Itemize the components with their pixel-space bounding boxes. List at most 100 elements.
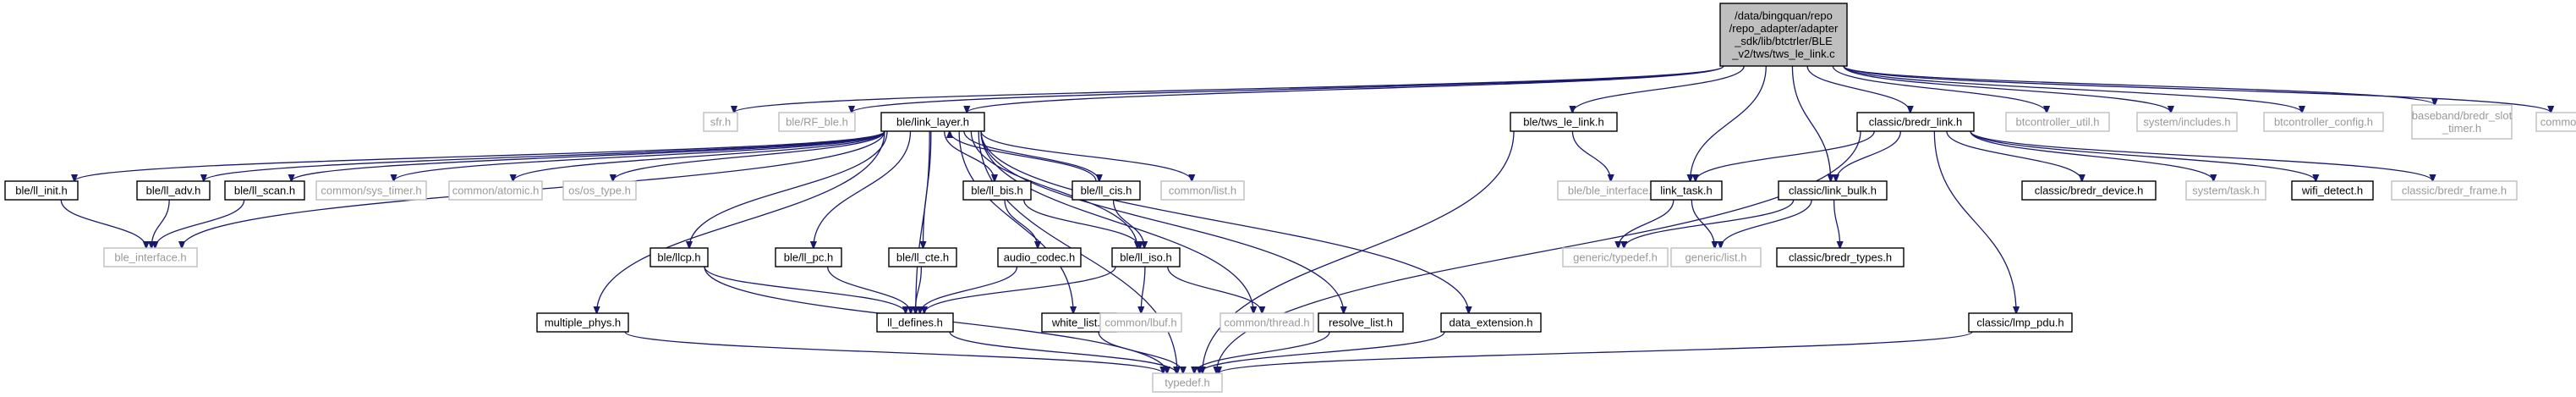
edge-bredr_link-to-bredr_device [1946, 130, 2082, 181]
edge-data_extension-to-typedef [1199, 331, 1445, 373]
node-label: multiple_phys.h [545, 317, 621, 329]
node-label: classic/lmp_pdu.h [1976, 317, 2064, 329]
node-label: ble/ble_interface.h [1568, 185, 1658, 197]
node-label: audio_codec.h [1004, 251, 1076, 264]
node-label: ble_interface.h [114, 251, 186, 264]
node-label: common/debug.h [2540, 116, 2576, 129]
include-edges [60, 65, 2551, 373]
node-atomic: common/atomic.h [448, 180, 543, 201]
node-bredr-types[interactable]: classic/bredr_types.h [1776, 247, 1905, 267]
node-label: ble/ll_pc.h [784, 251, 834, 264]
node-label: os/os_type.h [568, 185, 631, 197]
edge-link_layer-to-ll_cis [963, 130, 1099, 181]
node-label: _sdk/lib/btctrler/BLE [1734, 35, 1833, 47]
node-sys-timer: common/sys_timer.h [315, 180, 427, 201]
edge-root-to-bredr_slot_timer [1843, 65, 2435, 105]
edge-root-to-sfr [734, 65, 1724, 113]
edge-ll_iso-to-lbuf [1141, 266, 1146, 313]
edge-bredr_link-to-link_task [1696, 130, 1875, 181]
node-label: typedef.h [1165, 377, 1210, 389]
node-label: ble/ll_scan.h [234, 185, 295, 197]
edge-root-to-rf_ble [852, 65, 1724, 113]
edge-link_bulk-to-bredr_types [1833, 199, 1840, 248]
node-white-list[interactable]: white_list.h [1041, 312, 1117, 333]
node-common-debug: common/debug.h [2535, 112, 2576, 132]
node-label: btcontroller_util.h [2016, 116, 2100, 129]
node-data-extension[interactable]: data_extension.h [1440, 312, 1542, 333]
node-ll-adv[interactable]: ble/ll_adv.h [136, 180, 211, 201]
node-ll-init[interactable]: ble/ll_init.h [4, 180, 79, 201]
node-label: classic/bredr_link.h [1869, 116, 1963, 129]
edge-ll_iso-to-thread [1167, 266, 1263, 313]
edge-ll_defines-to-typedef [949, 331, 1176, 373]
node-wifi-detect[interactable]: wifi_detect.h [2291, 180, 2374, 201]
node-label: ble/ll_init.h [15, 185, 67, 197]
node-generic-list: generic/list.h [1670, 247, 1762, 267]
edge-ll_bis-to-audio_codec [1004, 199, 1038, 248]
node-label: ble/ll_cte.h [896, 251, 949, 264]
node-label: classic/bredr_device.h [2035, 185, 2144, 197]
edge-root-to-btcontroller_config [1843, 65, 2302, 113]
node-bredr-frame: classic/bredr_frame.h [2391, 180, 2518, 201]
node-ll-defines[interactable]: ll_defines.h [876, 312, 954, 333]
edge-root-to-link_task [1691, 65, 1767, 181]
node-label: classic/bredr_frame.h [2402, 185, 2507, 197]
node-tws-le-link[interactable]: ble/tws_le_link.h [1510, 112, 1618, 132]
node-label: generic/typedef.h [1573, 251, 1658, 264]
node-ll-cte[interactable]: ble/ll_cte.h [888, 247, 957, 267]
node-ll-cis[interactable]: ble/ll_cis.h [1072, 180, 1141, 201]
node-lmp-pdu[interactable]: classic/lmp_pdu.h [1968, 312, 2073, 333]
node-label: resolve_list.h [1329, 317, 1393, 329]
node-label: common/lbuf.h [1104, 317, 1176, 329]
node-bredr-device[interactable]: classic/bredr_device.h [2021, 180, 2157, 201]
edge-link_layer-to-resolve_list [980, 130, 1344, 313]
node-label: baseband/bredr_slot [2412, 109, 2513, 122]
node-label: wifi_detect.h [2301, 185, 2363, 197]
edge-root-to-link_layer [967, 65, 1724, 113]
edge-bredr_link-to-typedef [1216, 130, 1861, 373]
node-multiple-phys[interactable]: multiple_phys.h [536, 312, 629, 333]
node-link-task[interactable]: link_task.h [1650, 180, 1723, 201]
edge-bredr_link-to-lmp_pdu [1933, 130, 2016, 313]
node-ll-iso[interactable]: ble/ll_iso.h [1111, 247, 1181, 267]
edge-link_layer-to-multiple_phys [597, 130, 885, 313]
node-root[interactable]: /data/bingquan/repo/repo_adapter/adapter… [1719, 3, 1848, 67]
edge-root-to-system_includes [1843, 65, 2171, 113]
node-generic-typedef: generic/typedef.h [1562, 247, 1669, 267]
edge-link_layer-to-ll_adv [204, 130, 885, 181]
node-ll-pc[interactable]: ble/ll_pc.h [775, 247, 842, 267]
node-label: /data/bingquan/repo [1735, 9, 1833, 22]
node-ble-interface: ble_interface.h [103, 247, 198, 267]
edge-ll_cis-to-link_layer [950, 131, 1097, 182]
node-label: ble/ll_bis.h [971, 185, 1022, 197]
edge-bredr_link-to-bredr_frame [1970, 130, 2433, 181]
edge-link_layer-to-ll_scan [292, 130, 885, 181]
node-label: white_list.h [1051, 317, 1106, 329]
node-lbuf: common/lbuf.h [1099, 312, 1182, 333]
node-label: btcontroller_config.h [2274, 116, 2373, 129]
node-ll-bis[interactable]: ble/ll_bis.h [962, 180, 1032, 201]
node-bredr-link[interactable]: classic/bredr_link.h [1856, 112, 1975, 132]
node-label: system/includes.h [2143, 116, 2230, 129]
edge-tws_le_link-to-ble_ble_interface [1571, 130, 1610, 181]
node-link-layer[interactable]: ble/link_layer.h [880, 112, 985, 132]
edge-link_layer-to-white_list [958, 130, 1073, 313]
edge-link_layer-to-ll_pc [814, 130, 912, 248]
node-label: common/atomic.h [452, 185, 540, 197]
edge-root-to-link_bulk [1791, 65, 1830, 181]
edge-ll_iso-to-ll_defines [924, 266, 1116, 313]
edge-link_layer-to-ll_defines [916, 130, 930, 313]
node-label: ble/ll_adv.h [146, 185, 201, 197]
node-label: /repo_adapter/adapter [1729, 22, 1839, 35]
node-label: system/task.h [2192, 185, 2259, 197]
node-ll-scan[interactable]: ble/ll_scan.h [224, 180, 305, 201]
node-label: ll_defines.h [887, 317, 943, 329]
node-label: _timer.h [2442, 122, 2481, 135]
node-link-bulk[interactable]: classic/link_bulk.h [1778, 180, 1888, 201]
node-label: ble/RF_ble.h [786, 116, 848, 129]
edge-link_layer-to-ll_init [74, 130, 885, 181]
edge-link_layer-to-common_list [980, 130, 1192, 181]
node-resolve-list[interactable]: resolve_list.h [1318, 312, 1404, 333]
node-llcp[interactable]: ble/llcp.h [649, 247, 709, 267]
node-audio-codec[interactable]: audio_codec.h [997, 247, 1082, 267]
